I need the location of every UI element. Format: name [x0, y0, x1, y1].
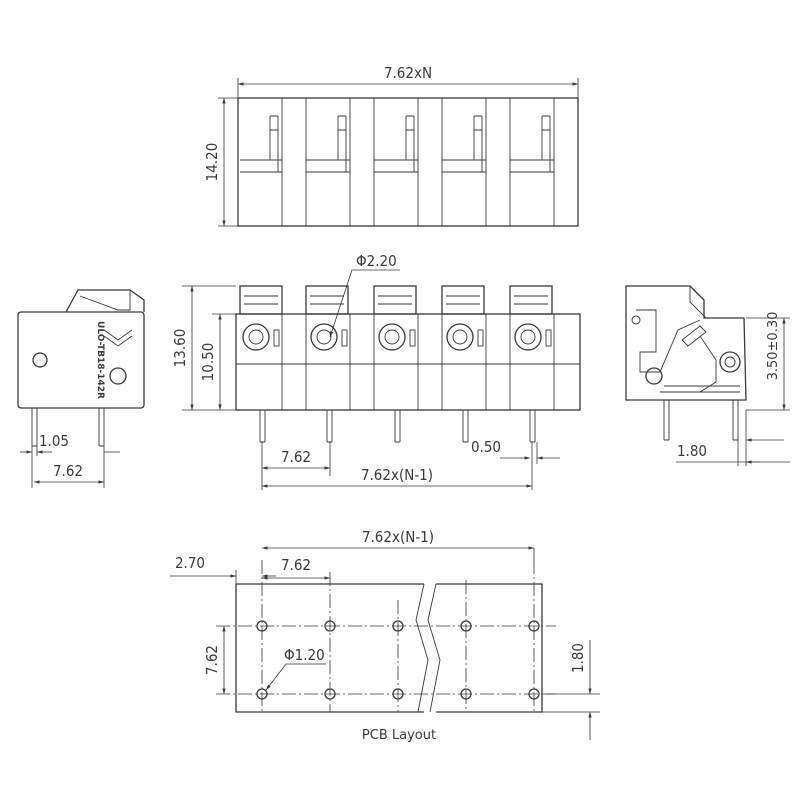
front-inner-height-dim: 10.50: [199, 343, 217, 382]
top-width-dim: 7.62xN: [384, 64, 432, 82]
left-pin-width-dim: 1.05: [39, 432, 69, 450]
pcb-pitch-dim: 7.62: [281, 556, 311, 574]
right-height-dim: 3.50±0.30: [766, 312, 781, 381]
right-offset-dim: 1.80: [677, 442, 707, 460]
pcb-row-spacing-dim: 7.62: [203, 645, 221, 675]
front-view-levers: [239, 285, 553, 315]
front-view: Φ2.20 13.60 10.50 7.62 7.62x(N-1) 0.50: [171, 252, 581, 490]
part-marking: ULO-TB18-142R: [95, 321, 105, 399]
pcb-offset-dim: 1.80: [569, 643, 587, 673]
left-pin-spacing-dim: 7.62: [53, 462, 83, 480]
pcb-edge-dim: 2.70: [175, 554, 205, 572]
right-side-view: 3.50±0.30 1.80: [625, 285, 790, 466]
left-side-view: ULO-TB18-142R 1.05 7.62: [17, 289, 145, 488]
pcb-holes: [256, 620, 540, 700]
pcb-caption: PCB Layout: [362, 728, 436, 743]
top-height-dim: 14.20: [203, 143, 221, 182]
top-view-terminal-shapes: [240, 98, 555, 226]
front-view-pins: [259, 410, 536, 443]
front-height-dim: 13.60: [171, 329, 189, 368]
front-diameter-dim: Φ2.20: [356, 252, 397, 270]
pcb-hole-dim: Φ1.20: [284, 646, 325, 664]
top-view: 7.62xN 14.20: [203, 64, 579, 227]
pcb-layout: 7.62x(N-1) 2.70 7.62 7.62 Φ1.20 1.80 PCB…: [170, 528, 600, 743]
pcb-span-dim: 7.62x(N-1): [362, 528, 434, 546]
logo-icon: [103, 329, 133, 347]
front-pin-dim: 0.50: [471, 438, 501, 456]
front-view-holes: [242, 323, 552, 351]
front-pitch-dim: 7.62: [281, 448, 311, 466]
front-span-dim: 7.62x(N-1): [361, 466, 433, 484]
